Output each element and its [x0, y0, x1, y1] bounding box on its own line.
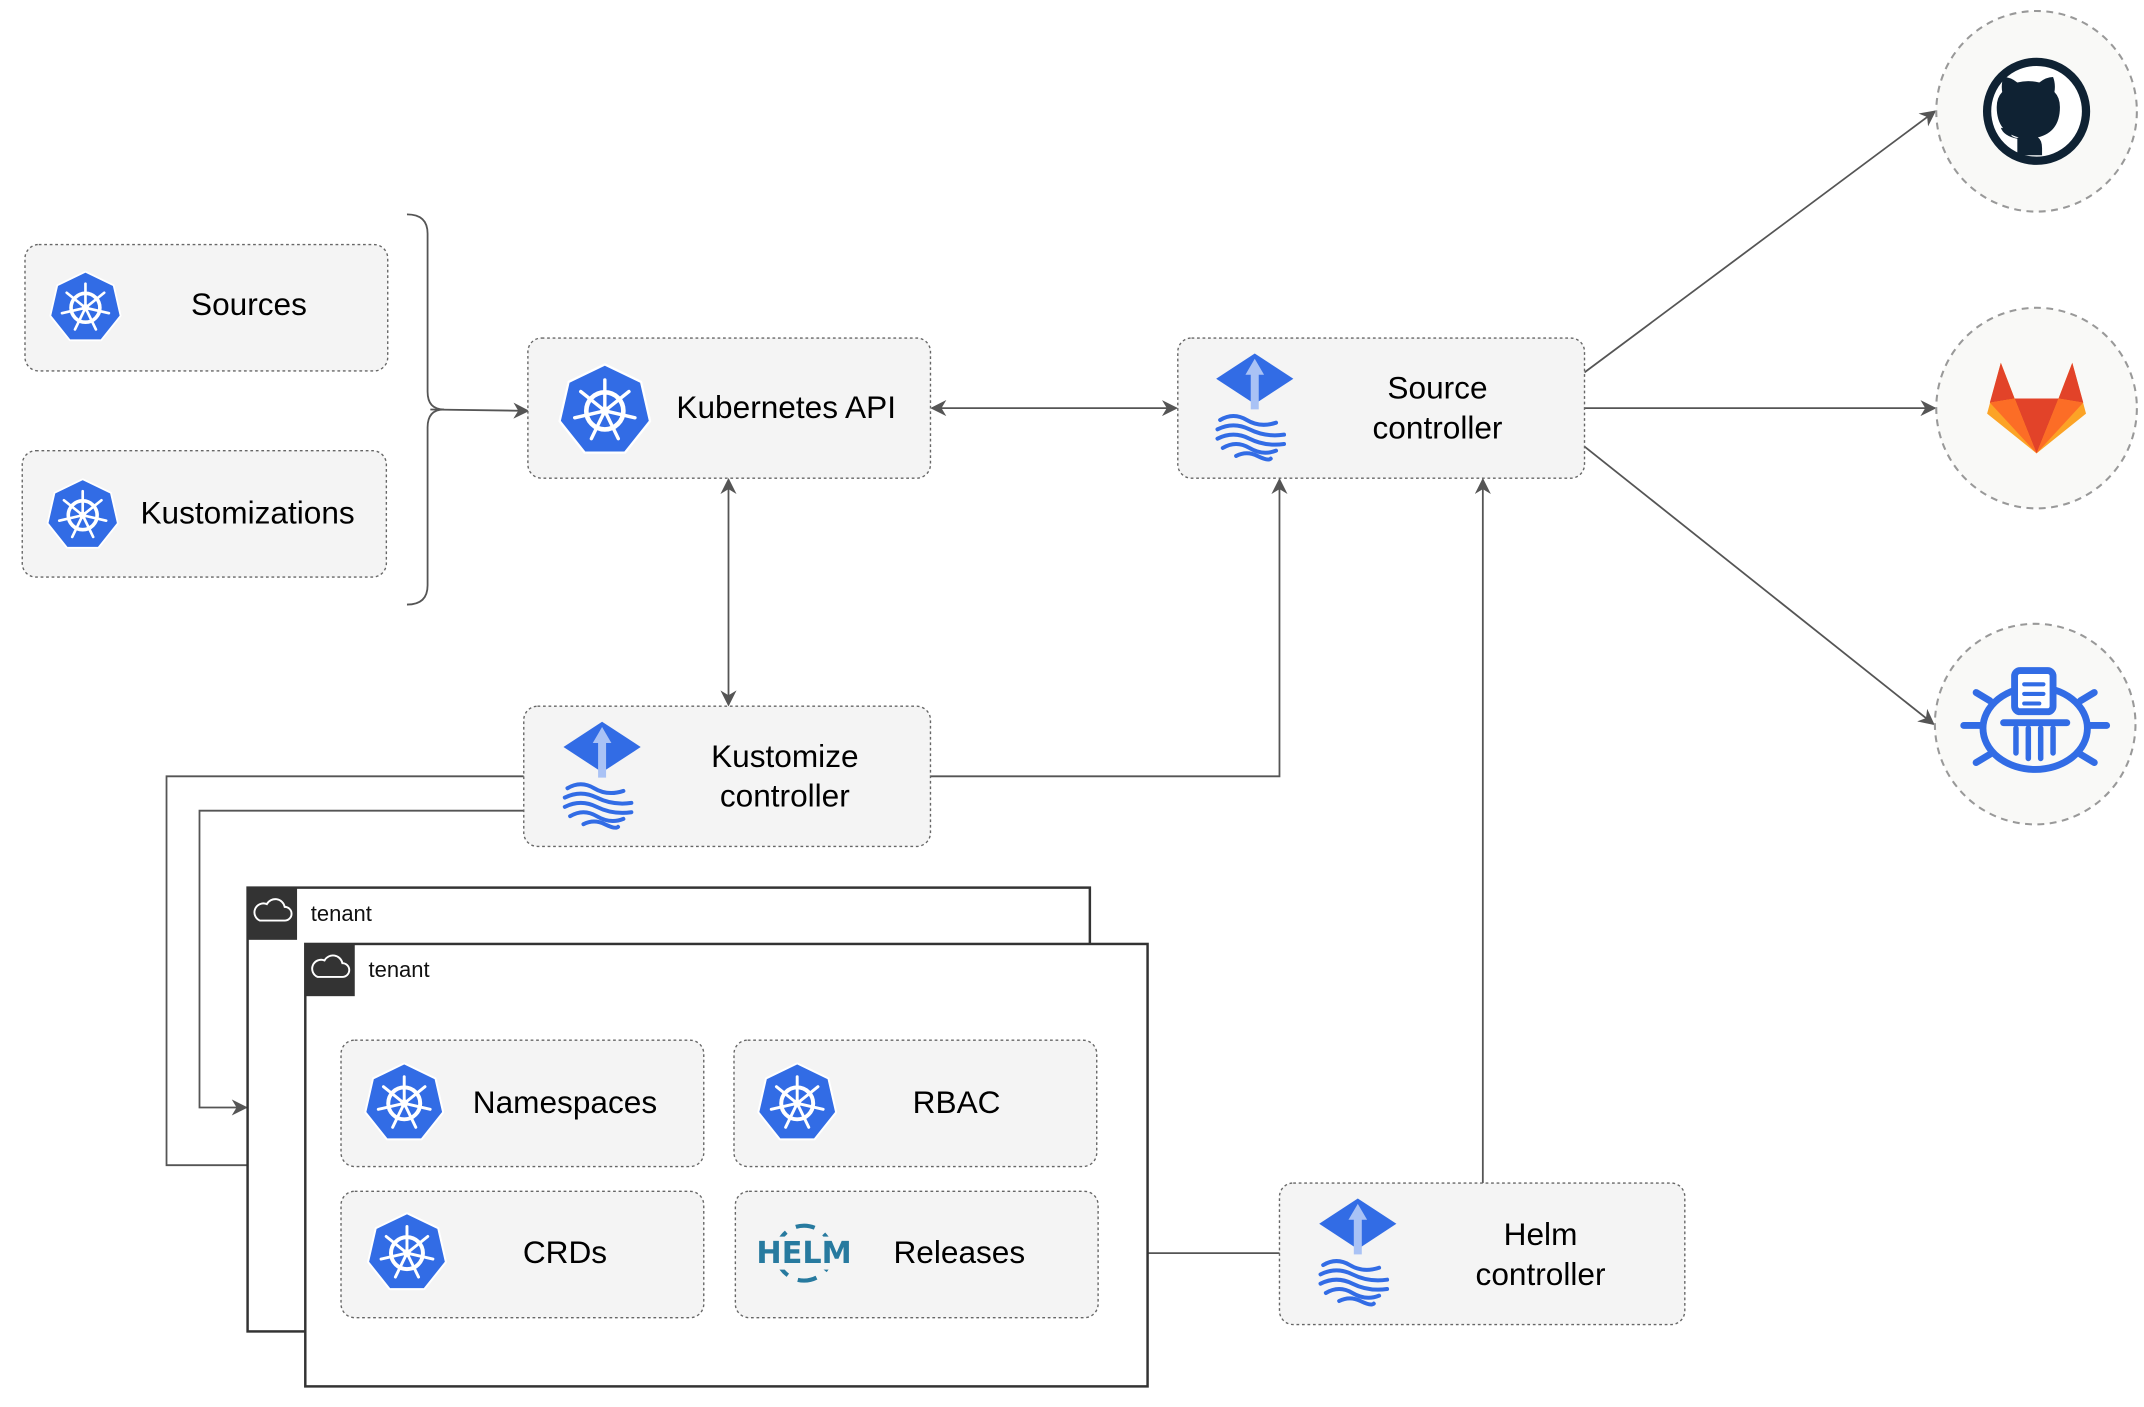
crds-node[interactable]: CRDs: [340, 1190, 705, 1319]
gitlab-node[interactable]: [1935, 306, 2138, 510]
kubernetes-api-label: Kubernetes API: [676, 389, 896, 425]
helm-controller-label-1: Helm: [1504, 1216, 1578, 1252]
namespaces-label: Namespaces: [473, 1084, 657, 1120]
edge-crds-to-api: [430, 402, 530, 419]
source-controller-node[interactable]: Source controller: [1177, 337, 1586, 479]
source-controller-label-2: controller: [1373, 409, 1503, 445]
sources-label: Sources: [191, 286, 307, 322]
edge-source-to-bucket: [1583, 445, 1935, 726]
cloud-icon: [311, 954, 351, 978]
kustomize-controller-label-2: controller: [720, 778, 850, 814]
edge-kustomize-to-tenant-front: [165, 775, 524, 1174]
kustomize-controller-label-1: Kustomize: [711, 738, 858, 774]
github-node[interactable]: [1935, 9, 2138, 213]
bucket-node[interactable]: [1933, 622, 2137, 826]
namespaces-node[interactable]: Namespaces: [340, 1039, 705, 1168]
source-controller-label-1: Source: [1387, 370, 1487, 406]
kustomizations-node[interactable]: Kustomizations: [21, 449, 388, 578]
kustomize-controller-node[interactable]: Kustomize controller: [523, 705, 932, 848]
helm-controller-node[interactable]: Helm controller: [1278, 1182, 1686, 1326]
cloud-icon: [253, 898, 293, 922]
edge-kustomize-to-source: [930, 477, 1288, 778]
cloud-icon-bg: [247, 887, 298, 940]
rbac-label: RBAC: [913, 1084, 1001, 1120]
tenant-label: tenant: [369, 957, 430, 982]
crds-label: CRDs: [523, 1234, 607, 1270]
rbac-node[interactable]: RBAC: [733, 1039, 1098, 1168]
gitlab-icon: [1987, 362, 2087, 454]
helm-icon: HELM: [756, 1223, 852, 1283]
edge-source-to-github: [1583, 110, 1937, 374]
releases-node[interactable]: HELM Releases: [734, 1190, 1099, 1319]
bucket-icon: [1960, 667, 2111, 773]
tenant-label: tenant: [311, 901, 372, 926]
kubernetes-api-node[interactable]: Kubernetes API: [527, 337, 932, 479]
kustomizations-label: Kustomizations: [140, 495, 354, 531]
tenant-front[interactable]: tenant Namespaces RBAC CRDs HELM Release…: [304, 942, 1149, 1388]
helm-logo-text: HELM: [756, 1236, 851, 1271]
helm-controller-label-2: controller: [1476, 1256, 1606, 1292]
cloud-icon-bg: [305, 943, 355, 997]
releases-label: Releases: [893, 1234, 1025, 1270]
sources-node[interactable]: Sources: [24, 243, 389, 372]
github-icon: [1982, 57, 2091, 165]
edge-kustomize-to-tenant-back: [198, 809, 524, 1116]
